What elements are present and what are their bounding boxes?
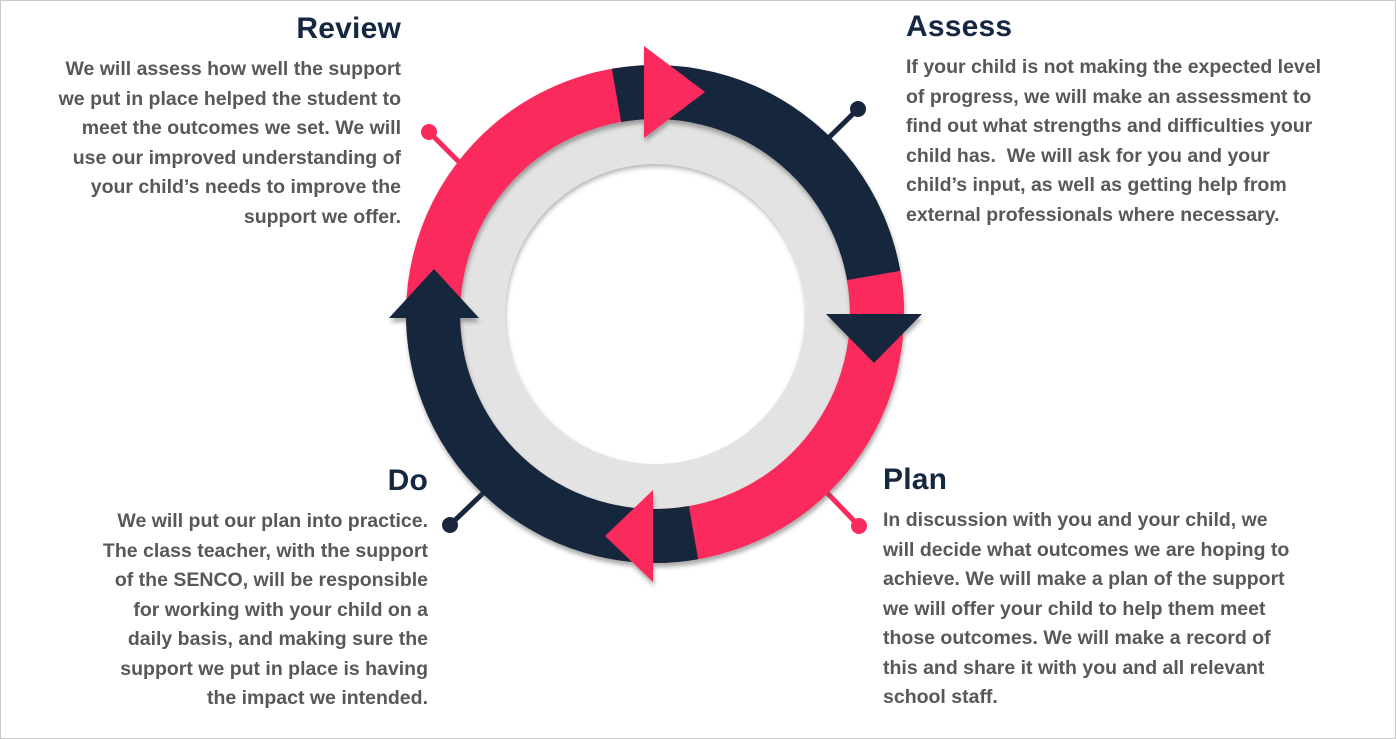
step-review-description: We will assess how well the support we p… (58, 58, 401, 228)
step-do-title: Do (387, 464, 428, 497)
step-plan-description: In discussion with you and your child, w… (883, 509, 1290, 708)
arrowhead-assess (826, 314, 922, 363)
step-assess-description: If your child is not making the expected… (906, 56, 1322, 226)
step-assess-title: Assess (906, 10, 1013, 43)
step-review-title: Review (296, 12, 401, 45)
arrowhead-do (389, 269, 479, 318)
step-review: Review We will assess how well the suppo… (1, 11, 401, 232)
connector-assess-dot (850, 101, 866, 117)
arrowhead-review (644, 46, 705, 138)
connector-plan-dot (851, 518, 867, 534)
step-plan-title: Plan (883, 463, 948, 496)
inner-gray-ring (460, 119, 850, 509)
step-do-description: We will put our plan into practice. The … (102, 510, 428, 709)
connector-do-dot (442, 517, 458, 533)
cycle-arrows (389, 46, 922, 582)
connector-review-dot (421, 124, 437, 140)
step-plan: Plan In discussion with you and your chi… (883, 462, 1365, 713)
step-do: Do We will put our plan into practice. T… (28, 463, 428, 714)
arrowhead-plan (605, 490, 653, 582)
step-assess: Assess If your child is not making the e… (906, 9, 1388, 230)
